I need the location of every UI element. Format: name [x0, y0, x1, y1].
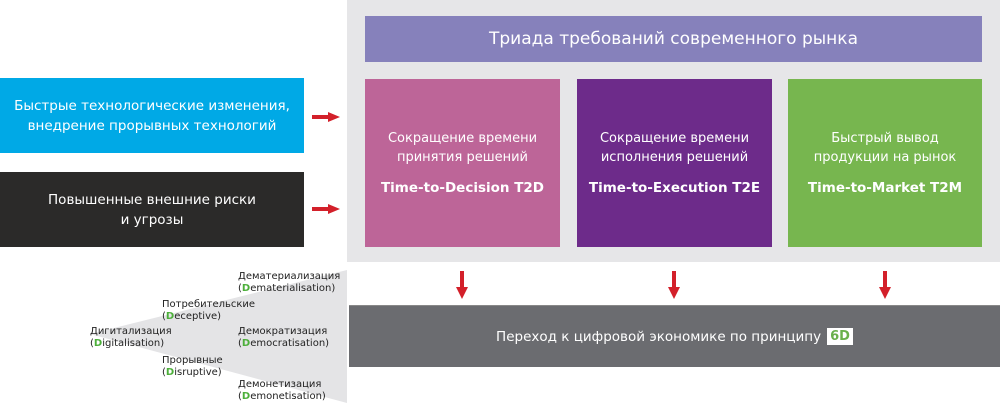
arrow-right-icon [312, 112, 340, 122]
d-ru: Потребительские [162, 299, 256, 310]
result-text: Переход к цифровой экономике по принципу [496, 328, 822, 345]
req-line1: Сокращение времени [599, 130, 750, 146]
d-disruptive: Прорывные(Disruptive) [162, 355, 223, 378]
driver-line1: Быстрые технологические изменения, [14, 97, 290, 114]
d-ru: Дематериализация [238, 271, 341, 282]
req-line1: Сокращение времени [387, 130, 538, 146]
d-letter: D [241, 338, 251, 349]
d-en: igitalisation) [102, 338, 165, 349]
d-deceptive: Потребительские(Deceptive) [162, 299, 256, 322]
req-line2: принятия решений [396, 149, 529, 165]
d-en: isruptive) [174, 367, 222, 378]
driver-tech-changes: Быстрые технологические изменения, внедр… [0, 78, 304, 153]
d-ru: Демонетизация [238, 379, 322, 390]
d-en: eceptive) [174, 311, 222, 322]
d-dematerialisation: Дематериализация(Dematerialisation) [238, 271, 341, 294]
driver-line1: Повышенные внешние риски [48, 191, 256, 208]
requirement-t2d: Сокращение времени принятия решений Time… [365, 79, 560, 247]
d-demonetisation: Демонетизация(Demonetisation) [238, 379, 326, 402]
arrow-right-icon [312, 204, 340, 214]
d-en: emocratisation) [250, 338, 330, 349]
six-d-fan-shape [90, 270, 347, 403]
d-digitalisation: Дигитализация(Digitalisation) [90, 326, 172, 349]
req-line1: Быстрый вывод [831, 130, 939, 146]
requirement-t2e: Сокращение времени исполнения решений Ti… [577, 79, 772, 247]
d-letter: D [241, 391, 251, 402]
d-en: ematerialisation) [250, 283, 336, 294]
d-letter: D [241, 283, 251, 294]
req-code: Time-to-Market T2M [807, 179, 963, 196]
arrow-down-icon [668, 271, 680, 299]
driver-risks: Повышенные внешние риски и угрозы [0, 172, 304, 247]
d-letter: D [93, 338, 103, 349]
arrow-down-icon [879, 271, 891, 299]
req-line2: исполнения решений [600, 149, 749, 165]
d-ru: Демократизация [238, 326, 328, 337]
d-ru: Прорывные [162, 355, 223, 366]
req-code: Time-to-Execution T2E [588, 179, 761, 196]
arrow-down-icon [456, 271, 468, 299]
six-d-badge: 6D [827, 328, 853, 345]
triad-title: Триада требований современного рынка [365, 16, 982, 62]
req-code: Time-to-Decision T2D [380, 179, 545, 196]
d-democratisation: Демократизация(Democratisation) [238, 326, 330, 349]
req-line2: продукции на рынок [813, 149, 957, 165]
d-letter: D [165, 311, 175, 322]
d-letter: D [165, 367, 175, 378]
d-en: emonetisation) [250, 391, 326, 402]
driver-line2: и угрозы [120, 211, 184, 228]
requirement-t2m: Быстрый вывод продукции на рынок Time-to… [788, 79, 982, 247]
d-ru: Дигитализация [90, 326, 172, 337]
driver-line2: внедрение прорывных технологий [27, 117, 277, 134]
digital-economy-bar: Переход к цифровой экономике по принципу… [349, 305, 1000, 367]
